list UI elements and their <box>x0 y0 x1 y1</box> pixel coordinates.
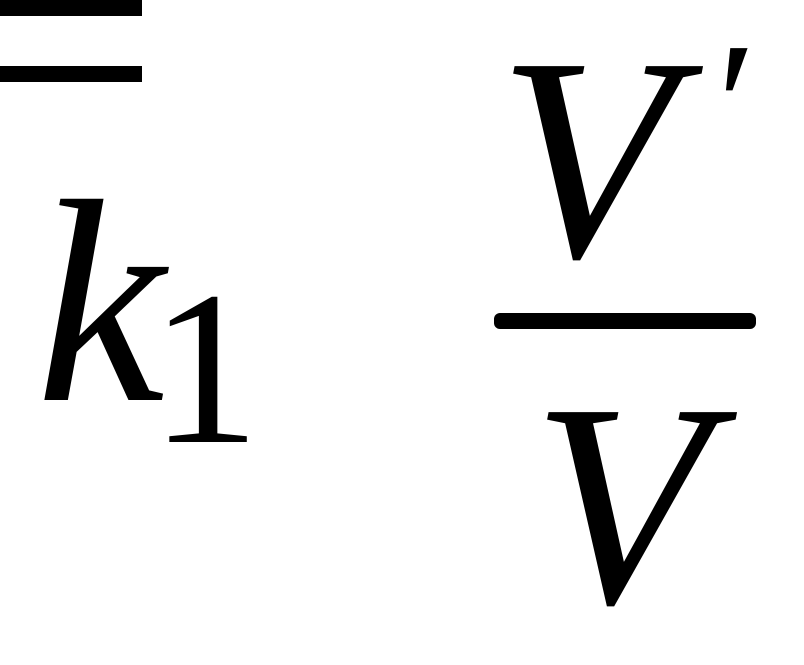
math-formula: k 1 V ′ V <box>0 0 756 650</box>
numerator-variable-v: V <box>498 0 676 319</box>
equals-bar-top <box>0 0 142 16</box>
fraction-bar <box>494 313 756 329</box>
prime-mark: ′ <box>706 6 746 205</box>
equals-bar-bottom <box>0 66 142 82</box>
equals-sign <box>0 0 142 82</box>
denominator-variable-v: V <box>532 344 710 665</box>
subscript-one: 1 <box>150 246 260 490</box>
variable-k: k <box>36 142 165 463</box>
